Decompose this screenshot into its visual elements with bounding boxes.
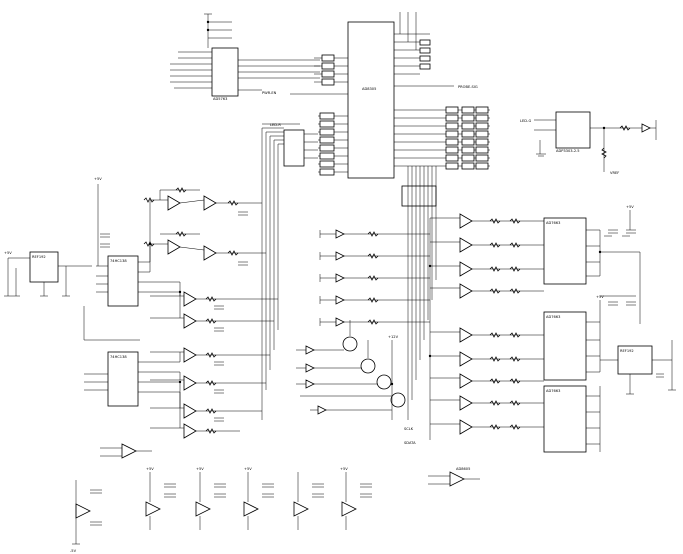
left-ref-label: REF192 [32, 255, 46, 259]
junction-dots [148, 20, 606, 386]
supply-label-adc2: +5V [596, 295, 604, 299]
bus-connector-lower [401, 166, 437, 420]
mosfet-drivers: +12V [296, 320, 406, 420]
left-opamp-bank [100, 187, 278, 439]
right-opamp-bank: SCLK SDATA [404, 213, 544, 445]
left-decoder-lower: 74HC138 [83, 306, 180, 407]
supply-label-buf1: +5V [146, 467, 154, 471]
buffer-part-label: AD8605 [456, 467, 470, 471]
ref-right-label: REF192 [620, 349, 634, 353]
reference-ic-right: REF192 [600, 340, 676, 395]
left-decoder-upper: 74HC138 +5V [94, 177, 180, 307]
supply-label-neg: -5V [70, 549, 77, 553]
controller-part-label: AD8305 [362, 87, 376, 91]
header-part-label: AD5763 [213, 97, 227, 101]
net-label-led-g: LED-G [520, 119, 531, 123]
decoder-lower-label: 74HC138 [110, 355, 127, 359]
bus-connector-upper: LED-R [261, 123, 318, 420]
supply-label-adc1: +5V [626, 205, 634, 209]
left-reference: REF192 +5V [4, 251, 92, 297]
net-label-sdata: SDATA [404, 441, 416, 445]
decoder-upper-label: 74HC138 [110, 259, 127, 263]
net-label-pwr: PWR-EN [262, 91, 277, 95]
adc-ic-2: AD7663 [543, 300, 601, 381]
net-label-probe: PROBE-SIG [458, 85, 478, 89]
sensor-input-array [319, 229, 430, 327]
net-label-vref: VREF [610, 171, 619, 175]
main-controller-ic: AD8305 [262, 12, 490, 179]
supply-label-mosfet: +12V [388, 335, 399, 339]
adc-ic-1: AD7663 [543, 217, 641, 324]
net-label-sclk: SCLK [404, 427, 414, 431]
regulator-part-label: ADP3303-2.5 [556, 149, 580, 153]
net-label-led-r: LED-R [270, 123, 281, 127]
supply-label-buf2: +5V [196, 467, 204, 471]
adc-2-label: AD7663 [546, 315, 560, 319]
supply-label-decoder: +5V [94, 177, 102, 181]
bottom-buffer-row: +5V +5V +5V -5V +5V AD8605 [70, 443, 480, 553]
header-connector: AD5763 [170, 13, 320, 101]
supply-label-buf5: +5V [340, 467, 348, 471]
adc-1-label: AD7663 [546, 221, 560, 225]
adc-ic-3: AD7663 [543, 385, 601, 453]
supply-label-left: +5V [4, 251, 12, 255]
regulator-top-right: ADP3303-2.5 LED-G VREF [520, 111, 657, 175]
supply-label-buf3: +5V [244, 467, 252, 471]
adc-3-label: AD7663 [546, 389, 560, 393]
adc-decoupling: +5V +5V [596, 205, 636, 306]
